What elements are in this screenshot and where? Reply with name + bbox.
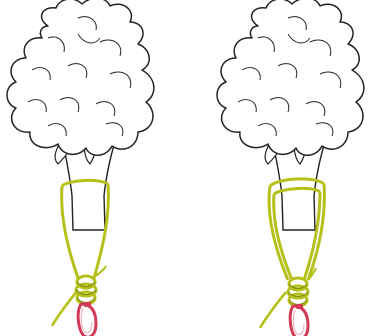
panel-right bbox=[217, 0, 364, 336]
panel-left bbox=[7, 0, 154, 336]
carabiner-icon bbox=[290, 304, 308, 336]
knot-icon bbox=[288, 278, 308, 306]
tree-icon bbox=[7, 0, 154, 230]
carabiner-icon bbox=[78, 302, 96, 336]
knot-icon bbox=[76, 276, 96, 304]
tree-icon bbox=[217, 0, 364, 230]
